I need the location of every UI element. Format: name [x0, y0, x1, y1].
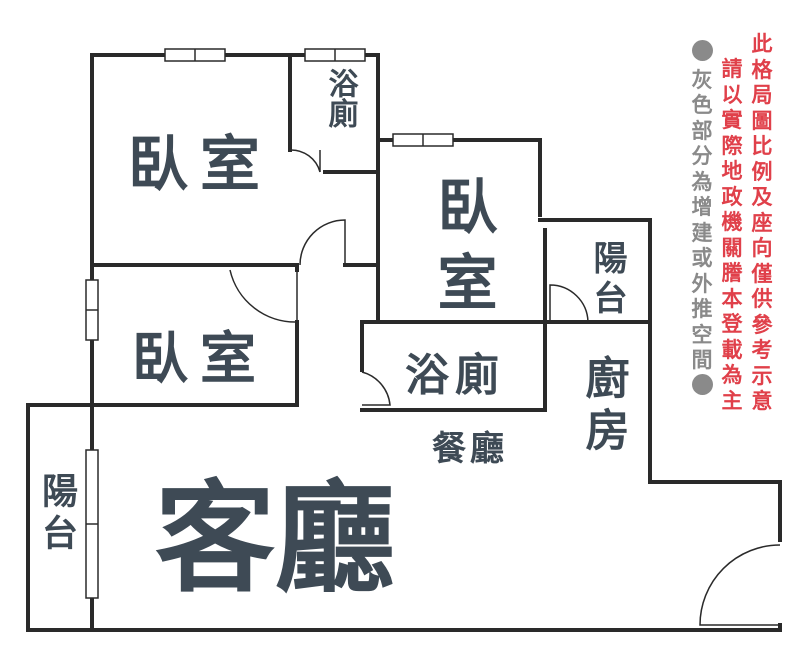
- room-label-living: 客廳: [155, 468, 395, 609]
- room-label-bedroom-2: 臥室: [427, 175, 497, 327]
- gray-note-block: 灰色部分為增建或外推空間: [690, 40, 714, 401]
- gray-note: 灰色部分為增建或外推空間: [691, 67, 713, 373]
- room-label-bathroom-1: 浴廁: [323, 68, 359, 128]
- doors: [229, 149, 781, 626]
- room-label-balcony-2: 陽台: [36, 472, 78, 556]
- windows: [85, 48, 454, 599]
- disclaimer-note-2: 請以實際地政機關謄本登載為主: [721, 57, 743, 413]
- gray-dot-icon: [691, 40, 713, 61]
- gray-dot-icon: [691, 373, 713, 395]
- room-label-bathroom-2: 浴廁: [405, 350, 505, 401]
- room-label-balcony-1: 陽台: [587, 240, 627, 320]
- room-label-kitchen: 廚房: [578, 354, 630, 459]
- room-label-bedroom-1: 臥室: [128, 130, 272, 200]
- room-label-bedroom-3: 臥室: [132, 326, 268, 392]
- disclaimer-note-1: 此格局圖比例及座向僅供參考示意: [751, 32, 773, 413]
- room-label-dining: 餐廳: [432, 429, 508, 469]
- walls: [26, 53, 782, 632]
